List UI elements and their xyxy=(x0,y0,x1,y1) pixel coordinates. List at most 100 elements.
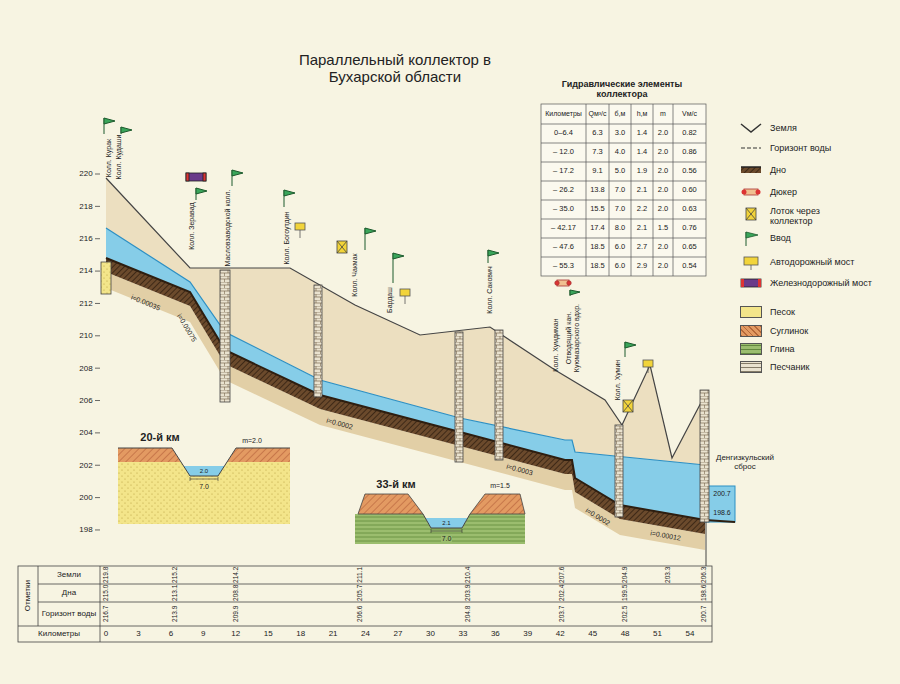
inlet-flag xyxy=(393,253,404,259)
inlet-name: Колл. Курак xyxy=(105,139,113,177)
hydraulic-table-grid xyxy=(541,104,706,276)
outlet-name: Денгизкульский сброс xyxy=(710,453,780,471)
legend-symbol xyxy=(746,208,756,220)
legend-symbol xyxy=(758,279,761,287)
elevation-table-grid xyxy=(38,584,712,585)
hydraulic-table-grid xyxy=(586,104,587,276)
km-tick: 24 xyxy=(361,629,370,638)
elevation-table-grid xyxy=(38,602,712,603)
axis-tick xyxy=(95,206,100,207)
table-cell: – 26.2 xyxy=(553,186,574,195)
table-cell: 2.0 xyxy=(658,167,668,176)
legend-text: Суглинок xyxy=(770,326,808,336)
legend-text: Лоток через коллектор xyxy=(770,206,832,227)
borehole xyxy=(101,262,111,294)
hydraulic-table-grid xyxy=(541,219,706,220)
elevation-table-grid xyxy=(18,626,712,627)
siphon-symbol xyxy=(555,281,559,285)
table-cell: 0.54 xyxy=(682,262,697,271)
cross-section-33km xyxy=(425,518,467,528)
hydraulic-table-grid xyxy=(541,257,706,258)
axis-tick xyxy=(95,174,100,530)
inlet-name: Отводящий кан. Куюмазарского вдхр. xyxy=(565,298,581,378)
elevation-table-grid xyxy=(38,566,39,626)
cross-section-33km xyxy=(423,514,470,528)
hydraulic-table-grid xyxy=(541,162,706,163)
width-value: 7.0 xyxy=(441,535,453,543)
ground-elevation: 207.6 xyxy=(559,567,566,583)
flume-symbol xyxy=(623,400,633,412)
water-elevation: 209.9 xyxy=(232,606,239,622)
km-tick: 54 xyxy=(686,629,695,638)
flume-symbol xyxy=(623,400,633,412)
table-header: m xyxy=(660,110,666,118)
legend-symbol xyxy=(746,232,758,238)
table-cell: 1.5 xyxy=(658,224,668,233)
table-cell: – 35.0 xyxy=(553,205,574,214)
road-bridge xyxy=(295,223,653,373)
axis-tick xyxy=(95,400,100,401)
cross-section-20km xyxy=(190,477,191,481)
axis-value: 218 xyxy=(79,202,92,211)
cross-section-20km xyxy=(118,448,290,476)
legend-text: Дно xyxy=(770,165,786,175)
legend-symbol xyxy=(746,208,756,220)
axis-tick xyxy=(95,465,100,466)
water-body xyxy=(705,486,735,522)
table-cell: 7.0 xyxy=(615,205,625,214)
axis-value: 204 xyxy=(79,428,92,437)
axis-tick xyxy=(95,174,100,175)
legend-text: Песчаник xyxy=(770,362,810,372)
inlet-name: Колл. Богоутдин xyxy=(283,212,291,265)
legend-symbol xyxy=(741,147,761,148)
legend-text: Песок xyxy=(770,307,795,317)
railway-bridge xyxy=(203,173,206,181)
inlet-name: Колл. Хумдиман xyxy=(552,318,560,371)
km-tick: 36 xyxy=(491,629,500,638)
table-cell: 0.60 xyxy=(682,186,697,195)
table-cell: – 42.17 xyxy=(551,224,576,233)
hydraulic-table-grid xyxy=(653,104,654,276)
table-cell: 2.9 xyxy=(637,262,647,271)
hydraulic-table-grid xyxy=(541,200,706,201)
water-elevation: 202.5 xyxy=(621,606,628,622)
table-cell: 0.56 xyxy=(682,167,697,176)
bed-elevation: 213.1 xyxy=(171,585,178,601)
title: Параллельный коллектор в Бухарской облас… xyxy=(280,51,510,86)
legend-symbol xyxy=(741,124,761,287)
table-cell: 13.8 xyxy=(590,186,605,195)
legend-symbol xyxy=(741,167,761,173)
legend-text: Дюкер xyxy=(770,187,797,197)
km-tick: 30 xyxy=(426,629,435,638)
bed-elevation: 198.6 xyxy=(700,585,707,601)
ground-elevation: 219.8 xyxy=(102,567,109,583)
road-bridge xyxy=(648,367,649,373)
legend-text: Железнодорожный мост xyxy=(770,278,872,288)
table-cell: 1.4 xyxy=(637,148,647,157)
hydraulic-table-grid xyxy=(541,143,706,144)
road-bridge xyxy=(405,296,406,304)
legend-swatch xyxy=(740,361,762,373)
ground-elevation: 215.2 xyxy=(171,567,178,583)
cross-section-20km xyxy=(118,448,181,462)
section-title: 20-й км xyxy=(140,431,179,444)
legend-text: Ввод xyxy=(770,233,791,243)
table-cell: 2.2 xyxy=(637,205,647,214)
table-cell: 0.76 xyxy=(682,224,697,233)
water-elevation: 200.7 xyxy=(700,606,707,622)
table-header: h,м xyxy=(637,110,648,118)
table-header: Qм³/с xyxy=(588,110,606,118)
borehole xyxy=(615,425,623,517)
km-tick: 21 xyxy=(329,629,338,638)
inlet-flag xyxy=(284,190,295,196)
road-bridge xyxy=(643,360,653,367)
legend-swatch xyxy=(740,325,762,337)
table-cell: 6.3 xyxy=(592,129,602,138)
railway-bridge xyxy=(186,173,206,181)
road-bridge xyxy=(300,230,301,238)
hydraulic-table-grid xyxy=(541,124,706,125)
table-header: Vм/с xyxy=(682,110,697,118)
inlet-flag xyxy=(232,170,243,176)
km-tick: 42 xyxy=(556,629,565,638)
